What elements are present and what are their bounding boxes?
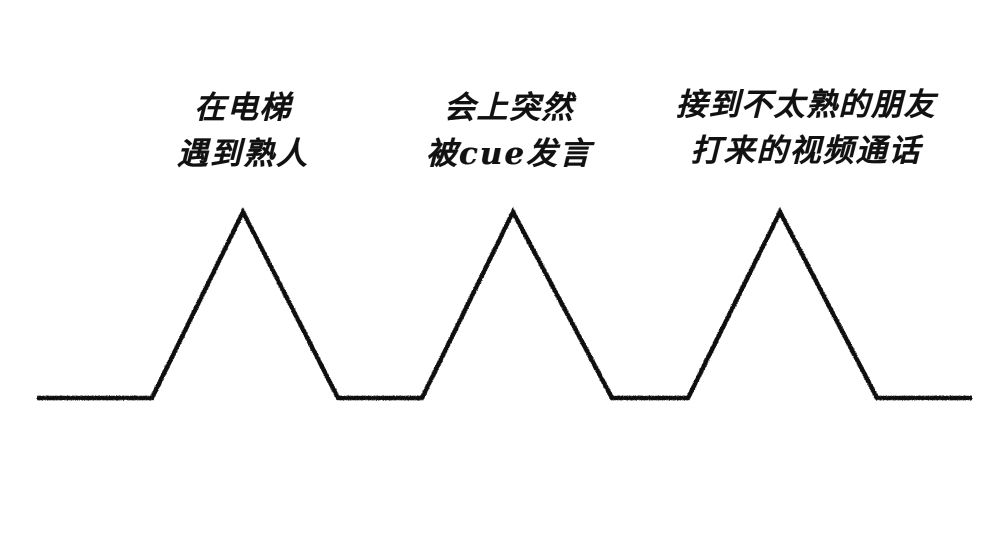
- peak-label-videocall: 接到不太熟的朋友 打来的视频通话: [676, 83, 936, 175]
- peak-label-meeting: 会上突然 被cue发言: [426, 86, 592, 178]
- peak-label-elevator: 在电梯 遇到熟人: [177, 86, 309, 178]
- waveform-stroke-group: [37, 206, 972, 401]
- peak-label-meeting-line-2: 被cue发言: [425, 135, 593, 172]
- peak-label-elevator-line-1: 在电梯: [194, 90, 292, 126]
- peak-label-videocall-line-1: 接到不太熟的朋友: [676, 87, 936, 123]
- peak-label-elevator-line-2: 遇到熟人: [177, 135, 309, 172]
- waveform-polyline: [37, 206, 972, 401]
- peak-label-videocall-line-2: 打来的视频通话: [690, 132, 922, 169]
- waveform-polyline-overlay: [37, 209, 972, 400]
- peak-label-meeting-line-1: 会上突然: [443, 90, 574, 126]
